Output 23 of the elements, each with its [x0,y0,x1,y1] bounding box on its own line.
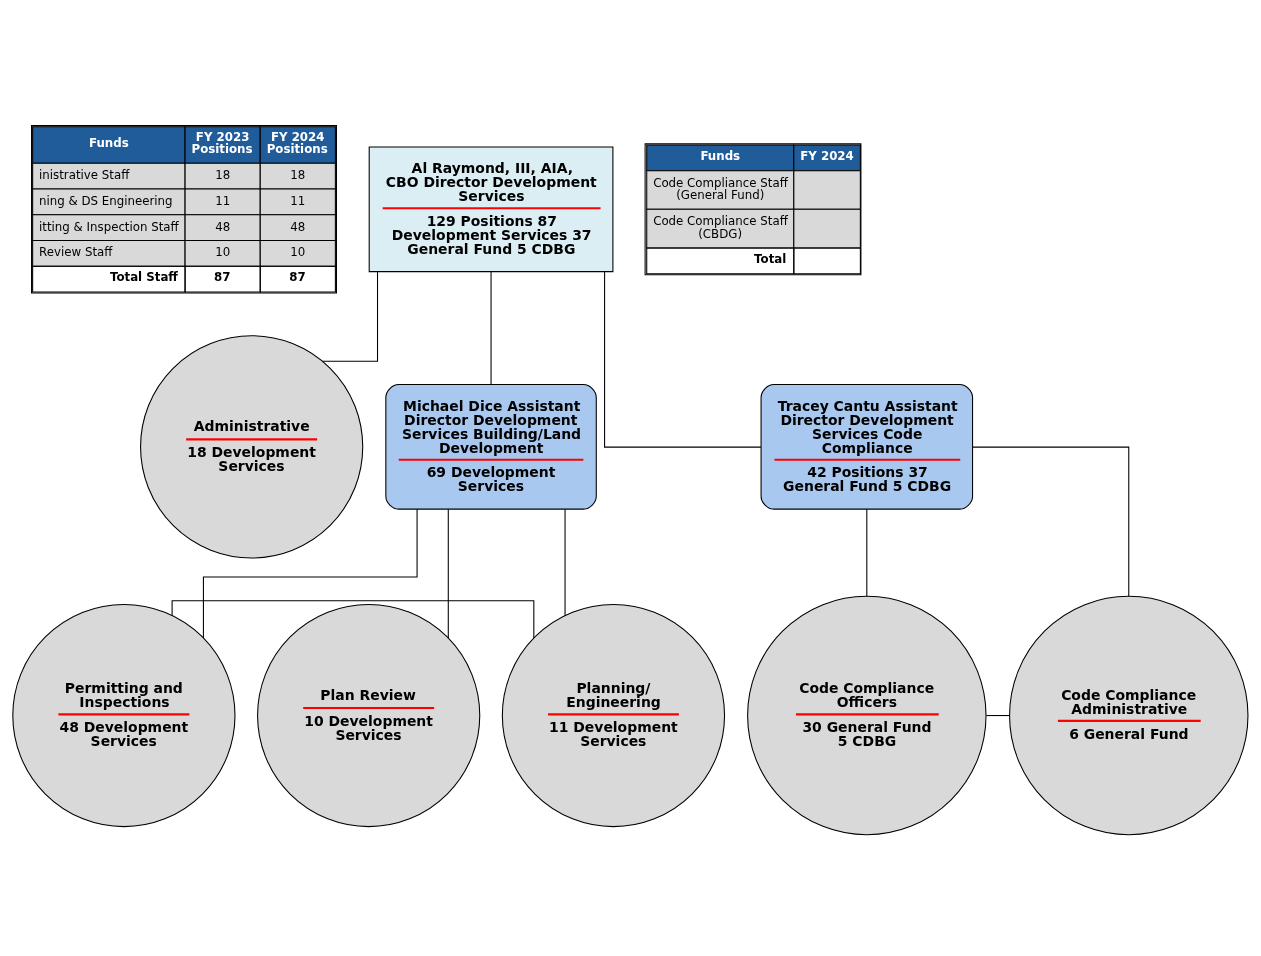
label: Funds [89,135,129,150]
label: 48 [290,219,306,234]
label: 48 [215,219,231,234]
label: Review Staff [39,245,113,260]
label: 10 [290,245,306,260]
label: 11 [290,193,306,208]
label: FY 2023 Positions [191,130,253,157]
label: ning & DS Engineering [39,193,173,208]
label: Code Compliance Staff (General Fund) [653,175,788,203]
label: Funds [700,148,741,163]
label: 87 [214,270,231,285]
label: Total Staff [109,270,178,285]
label: Code Compliance Staff (CBDG) [653,214,788,242]
label: 11 [215,193,231,208]
label: 18 [215,168,231,183]
label: inistrative Staff [39,168,130,183]
label: itting & Inspection Staff [39,219,179,234]
label: FY 2024 [800,148,854,163]
label: 10 [215,245,231,260]
label: 87 [289,270,306,285]
label: 18 [290,168,306,183]
label: FY 2024 Positions [266,130,328,157]
label: Total [754,251,787,266]
